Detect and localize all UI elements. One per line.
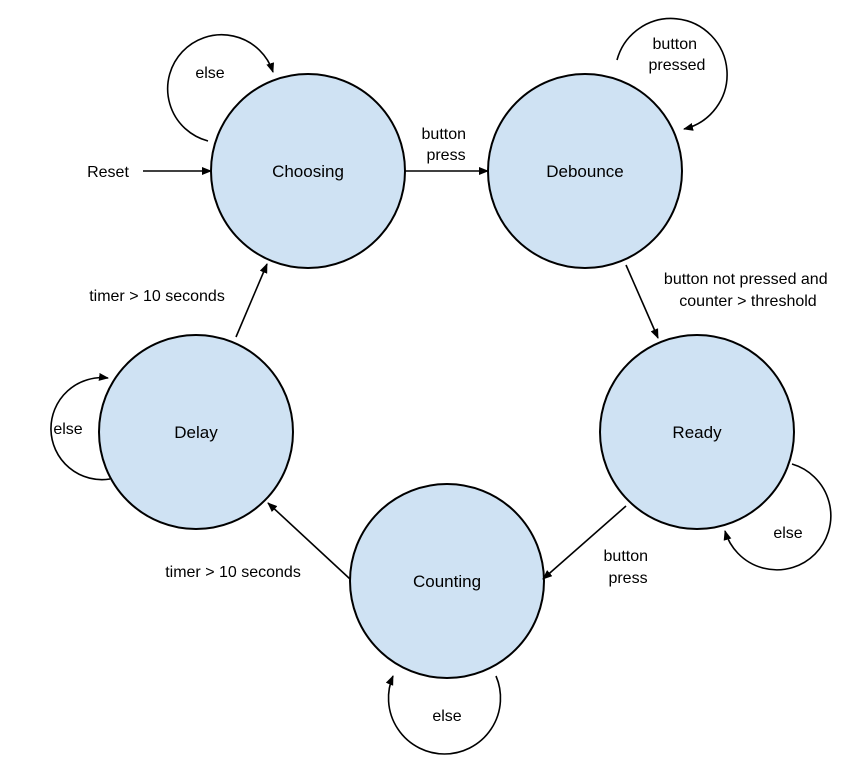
debounce-self-loop-arrow: [616, 17, 728, 131]
state-counting[interactable]: Counting: [349, 483, 545, 679]
state-ready-label: Ready: [672, 423, 722, 442]
state-delay-circle: [98, 334, 294, 530]
edge-counting-self: else: [385, 675, 502, 755]
state-choosing-label: Choosing: [272, 162, 344, 181]
ready-to-counting-label-line-1: button: [604, 548, 648, 565]
edge-choosing-to-debounce: button press: [405, 126, 489, 175]
state-counting-label: Counting: [413, 572, 481, 591]
debounce-to-ready-label-line-1: button not pressed and: [664, 271, 828, 288]
debounce-self-loop-label-line-1: button: [653, 36, 697, 53]
reset-label: Reset: [87, 164, 129, 181]
state-choosing[interactable]: Choosing: [210, 73, 406, 269]
state-delay[interactable]: Delay: [98, 334, 294, 530]
counting-self-loop-arrow: [385, 675, 502, 755]
counting-to-delay-arrow: [267, 502, 351, 580]
debounce-to-ready-label: button not pressed and counter > thresho…: [664, 271, 832, 310]
choosing-to-debounce-label-line-1: button: [422, 126, 466, 143]
delay-to-choosing-label: timer > 10 seconds: [89, 288, 225, 305]
edge-delay-to-choosing: timer > 10 seconds: [89, 263, 268, 338]
edge-counting-to-delay: timer > 10 seconds: [165, 502, 351, 581]
choosing-to-debounce-label: button press: [422, 126, 471, 164]
edge-delay-self: else: [50, 372, 111, 481]
counting-to-delay-label: timer > 10 seconds: [165, 564, 301, 581]
edge-debounce-to-ready: button not pressed and counter > thresho…: [625, 264, 832, 339]
counting-self-loop-label: else: [432, 708, 461, 725]
ready-to-counting-arrow: [542, 505, 627, 580]
choosing-self-loop-label: else: [195, 65, 224, 82]
debounce-to-ready-arrow: [625, 264, 659, 339]
debounce-self-loop-label-line-2: pressed: [649, 57, 706, 74]
state-ready-circle: [599, 334, 795, 530]
edge-choosing-self: else: [166, 33, 274, 142]
edge-ready-to-counting: button press: [542, 505, 653, 587]
edge-ready-self: else: [723, 463, 832, 571]
ready-self-loop-label: else: [773, 525, 802, 542]
state-delay-label: Delay: [174, 423, 218, 442]
edge-reset: Reset: [87, 164, 212, 181]
delay-self-loop-arrow: [50, 372, 111, 481]
delay-self-loop-label: else: [53, 421, 82, 438]
choosing-self-loop-arrow: [166, 33, 274, 142]
debounce-to-ready-label-line-2: counter > threshold: [679, 293, 816, 310]
state-ready[interactable]: Ready: [599, 334, 795, 530]
state-debounce[interactable]: Debounce: [487, 73, 683, 269]
delay-to-choosing-arrow: [235, 263, 268, 338]
ready-to-counting-label: button press: [604, 548, 653, 587]
state-counting-circle: [349, 483, 545, 679]
ready-self-loop-arrow: [723, 463, 832, 571]
edge-debounce-self: button pressed: [616, 17, 728, 131]
debounce-self-loop-label: button pressed: [649, 36, 706, 74]
choosing-to-debounce-label-line-2: press: [426, 147, 465, 164]
ready-to-counting-label-line-2: press: [608, 570, 647, 587]
state-debounce-label: Debounce: [546, 162, 624, 181]
